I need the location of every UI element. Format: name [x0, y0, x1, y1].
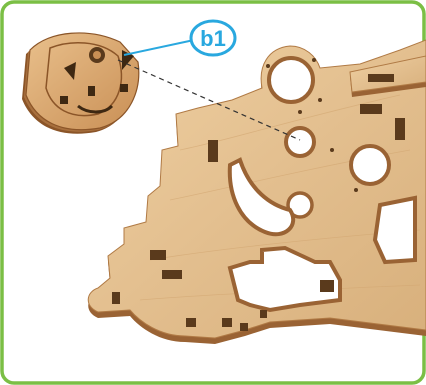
top-large-hole: [269, 58, 313, 102]
slot: [240, 323, 248, 331]
center-hole: [286, 128, 314, 156]
slot: [222, 318, 232, 327]
right-hole: [351, 146, 389, 184]
slot: [395, 118, 405, 140]
slot: [162, 270, 182, 279]
slot: [360, 104, 382, 114]
slot: [320, 280, 334, 292]
slot: [112, 292, 120, 304]
callout-b1: b1: [191, 21, 235, 55]
right-cutout: [375, 198, 415, 262]
callout-label: b1: [200, 26, 226, 51]
slot: [208, 140, 218, 162]
slot: [186, 318, 196, 327]
slot: [150, 250, 166, 260]
slot: [260, 310, 267, 318]
